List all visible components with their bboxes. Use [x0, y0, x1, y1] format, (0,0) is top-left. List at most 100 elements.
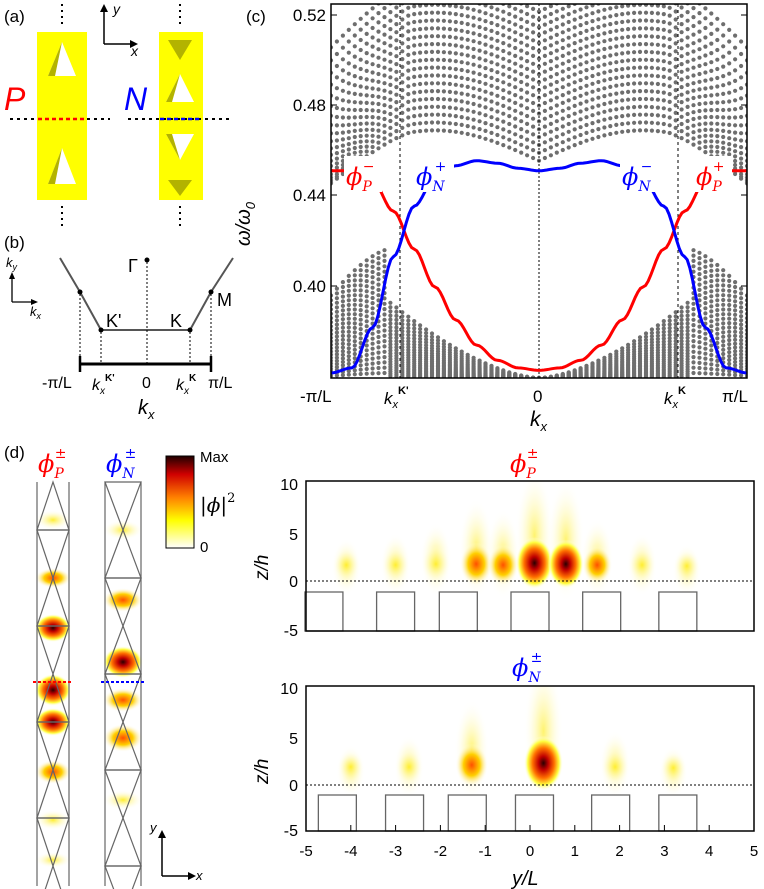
band-point — [608, 92, 613, 97]
band-point — [721, 83, 726, 88]
band-point — [531, 140, 536, 145]
band-point — [655, 113, 661, 118]
band-point — [424, 120, 429, 125]
band-point — [661, 4, 666, 9]
substrate-block — [510, 591, 550, 632]
band-point — [346, 99, 351, 104]
field-hotspot — [547, 539, 584, 589]
band-point — [661, 326, 666, 331]
band-point — [519, 150, 524, 155]
band-point — [459, 67, 464, 73]
band-point — [715, 107, 720, 113]
band-point — [531, 22, 536, 27]
band-point — [661, 333, 666, 338]
band-point — [460, 0, 464, 2]
band-point — [620, 27, 625, 32]
band-point — [424, 334, 429, 339]
band-point — [596, 127, 601, 132]
band-point — [346, 122, 351, 127]
band-point — [441, 81, 446, 86]
band-point — [388, 332, 393, 337]
band-point — [566, 43, 571, 48]
band-point — [703, 275, 708, 280]
band-point — [352, 145, 357, 151]
band-point — [727, 307, 732, 312]
band-point — [727, 129, 732, 134]
band-point — [334, 123, 339, 128]
band-point — [727, 372, 732, 377]
band-point — [566, 59, 571, 64]
band-point — [733, 143, 738, 148]
band-point — [733, 341, 738, 346]
band-point — [406, 84, 411, 89]
band-point — [382, 15, 387, 20]
band-point — [364, 294, 369, 299]
band-point — [382, 248, 387, 253]
band-point — [572, 127, 577, 132]
band-point — [483, 4, 488, 8]
band-point — [334, 86, 339, 91]
band-point — [542, 108, 548, 113]
band-point — [733, 78, 738, 83]
band-point — [590, 136, 595, 141]
band-point — [382, 95, 387, 101]
panel-b: (b) ky kx Γ K' K M -π/L kxK' 0 kxK π/L — [4, 233, 234, 422]
band-point — [697, 250, 702, 255]
band-point — [340, 154, 345, 159]
band-point — [733, 123, 738, 128]
band-point — [697, 128, 702, 133]
field-hotspot — [338, 751, 364, 783]
substrate-block — [590, 794, 631, 832]
band-point — [519, 48, 524, 53]
band-point — [655, 58, 661, 63]
band-point — [733, 57, 738, 62]
band-point — [334, 75, 339, 80]
band-point — [495, 23, 500, 28]
band-point — [364, 371, 369, 376]
band-point — [352, 64, 357, 69]
band-point — [447, 74, 452, 79]
band-point — [643, 18, 649, 23]
band-point — [429, 73, 435, 78]
band-point — [394, 345, 399, 350]
band-point — [691, 258, 696, 263]
band-point — [542, 124, 548, 129]
band-point — [394, 46, 399, 51]
band-point — [388, 125, 393, 130]
band-point — [370, 70, 375, 75]
kx-label: kx — [30, 304, 42, 321]
band-point — [673, 118, 678, 123]
band-point — [418, 339, 423, 345]
band-point — [525, 19, 530, 24]
x-tick-label: -3 — [389, 843, 402, 860]
band-point — [370, 62, 375, 67]
band-point — [584, 115, 589, 120]
band-point — [441, 18, 446, 23]
band-point — [340, 280, 345, 285]
unit-cell-triangle — [104, 481, 142, 532]
unit-cell-triangle — [104, 769, 142, 820]
band-point — [346, 152, 351, 157]
band-point — [709, 343, 714, 348]
band-point — [691, 103, 696, 108]
band-point — [429, 26, 435, 31]
band-point — [590, 81, 595, 86]
band-point — [667, 84, 672, 89]
band-point — [525, 35, 530, 40]
band-point — [626, 42, 631, 47]
band-point — [394, 335, 399, 340]
band-point — [412, 82, 417, 87]
band-point — [673, 339, 678, 344]
band-point — [477, 17, 482, 22]
band-point — [739, 123, 744, 128]
band-point — [614, 75, 619, 80]
band-point — [376, 266, 381, 271]
band-point — [406, 326, 411, 331]
band-point — [465, 116, 470, 121]
band-point — [435, 104, 441, 109]
band-point — [412, 339, 417, 344]
band-point — [525, 137, 530, 142]
band-point — [554, 134, 559, 139]
band-point — [334, 330, 339, 335]
band-point — [370, 366, 375, 371]
